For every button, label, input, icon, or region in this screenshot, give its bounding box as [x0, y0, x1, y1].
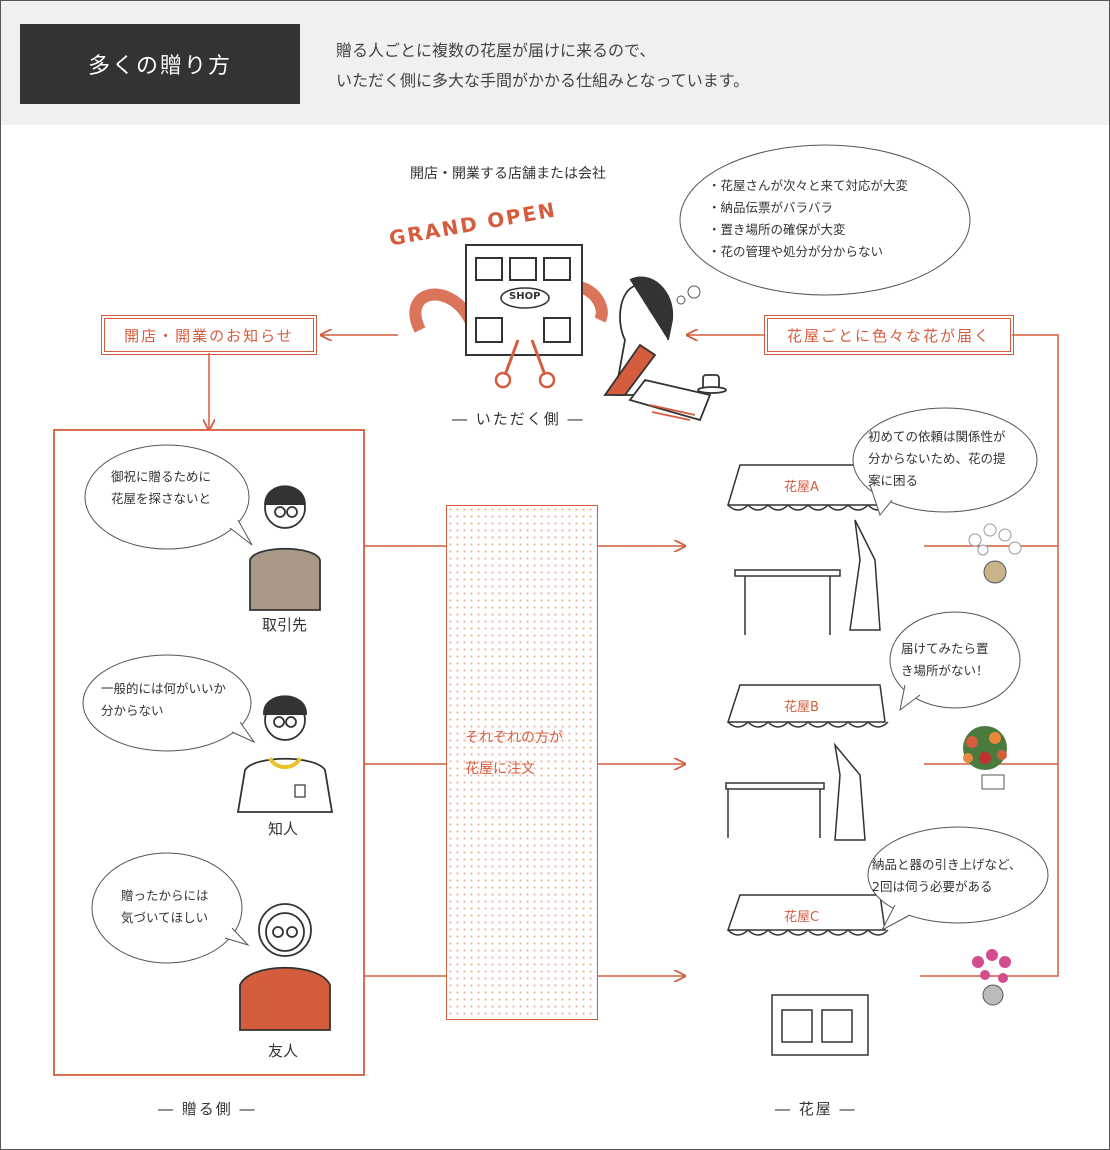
order-line-1: それぞれの方が	[465, 730, 563, 746]
receiver-bubble-line: ・置き場所の確保が大変	[708, 222, 846, 237]
intro-line-1: 贈る人ごとに複数の花屋が届けに来るので、	[336, 41, 656, 60]
person-name-acquaintance: 知人	[268, 820, 299, 838]
florist-c-illustration	[726, 894, 889, 1056]
sender-bubble-text-3: 贈ったからには 気づいてほしい	[121, 885, 209, 929]
person-acquaintance-icon	[236, 695, 334, 813]
sender-bubble-2	[82, 654, 252, 752]
scissors-icon	[503, 339, 547, 376]
person-name-friend: 友人	[268, 1042, 299, 1060]
receiver-label: ― いただく側 ―	[452, 410, 585, 428]
bubble-line: 気づいてほしい	[121, 910, 209, 925]
order-text: それぞれの方が 花屋に注文	[465, 723, 563, 785]
intro-line-2: いただく側に多大な手間がかかる仕組みとなっています。	[336, 71, 750, 90]
page-title: 多くの贈り方	[20, 24, 300, 104]
florists-label: ― 花屋 ―	[775, 1100, 857, 1118]
order-line-2: 花屋に注文	[465, 761, 535, 777]
bubble-line: 届けてみたら置	[901, 641, 989, 656]
florist-bubble-b	[889, 611, 1021, 709]
bubble-line: 納品と器の引き上げなど、	[872, 857, 1022, 872]
delivery-label: 花屋ごとに色々な花が届く	[764, 315, 1014, 355]
florist-bubble-text-a: 初めての依頼は関係性が 分からないため、花の提 案に困る	[868, 426, 1006, 492]
person-business-partner-icon	[249, 485, 321, 611]
bubble-line: 御祝に贈るために	[111, 469, 212, 484]
florist-c-name: 花屋C	[784, 910, 820, 925]
sender-bubble-1	[84, 444, 250, 550]
receiver-caption: 開店・開業する店舗または会社	[410, 166, 606, 182]
order-box	[446, 505, 598, 1020]
shop-sign-oval	[500, 287, 550, 309]
bubble-line: 案に困る	[868, 473, 919, 488]
florist-b-name: 花屋B	[784, 700, 819, 715]
orchid-pot-icon-a	[968, 523, 1022, 584]
florist-bubble-text-b: 届けてみたら置 き場所がない！	[901, 638, 989, 682]
florist-bubble-text-c: 納品と器の引き上げなど、 2回は伺う必要がある	[872, 854, 1021, 898]
orchid-pot-icon-c	[972, 949, 1011, 1006]
bubble-line: き場所がない！	[901, 663, 989, 678]
intro-text: 贈る人ごとに複数の花屋が届けに来るので、 いただく側に多大な手間がかかる仕組みと…	[336, 36, 749, 96]
bubble-line: 花屋を探さないと	[111, 491, 212, 506]
florist-a-name: 花屋A	[784, 480, 819, 495]
thought-dot-2	[676, 295, 686, 305]
flower-arrangement-icon-b	[963, 726, 1007, 790]
bubble-line: 2回は伺う必要がある	[872, 879, 993, 894]
receiver-bubble-line: ・納品伝票がバラバラ	[708, 200, 833, 215]
bubble-line: 分からないため、花の提	[868, 451, 1006, 466]
bubble-line: 分からない	[101, 703, 164, 718]
thought-dot-1	[687, 285, 701, 299]
receiver-person-illustration	[603, 276, 727, 422]
grand-open-illustration	[409, 244, 608, 389]
florist-bubble-a	[852, 407, 1038, 513]
receiver-bubble-line: ・花の管理や処分が分からない	[708, 244, 884, 259]
notice-label: 開店・開業のお知らせ	[101, 315, 317, 355]
senders-label: ― 贈る側 ―	[158, 1100, 257, 1118]
sender-bubble-text-1: 御祝に贈るために 花屋を探さないと	[111, 466, 211, 510]
sender-bubble-text-2: 一般的には何がいいか 分からない	[101, 678, 226, 722]
florist-bubble-c	[867, 826, 1049, 924]
florist-b-illustration	[725, 684, 889, 841]
person-name-business-partner: 取引先	[262, 616, 308, 634]
shop-sign-label: SHOP	[509, 291, 541, 302]
receiver-thought-bubble	[679, 144, 971, 296]
receiver-bubble-text: ・花屋さんが次々と来て対応が大変 ・納品伝票がバラバラ ・置き場所の確保が大変 …	[708, 175, 908, 263]
receiver-bubble-line: ・花屋さんが次々と来て対応が大変	[708, 178, 909, 193]
bubble-line: 初めての依頼は関係性が	[868, 429, 1006, 444]
person-friend-icon	[239, 903, 331, 1031]
bubble-line: 贈ったからには	[121, 888, 209, 903]
bubble-line: 一般的には何がいいか	[101, 681, 227, 696]
sender-bubble-3	[91, 852, 243, 964]
florist-a-illustration	[726, 464, 889, 635]
